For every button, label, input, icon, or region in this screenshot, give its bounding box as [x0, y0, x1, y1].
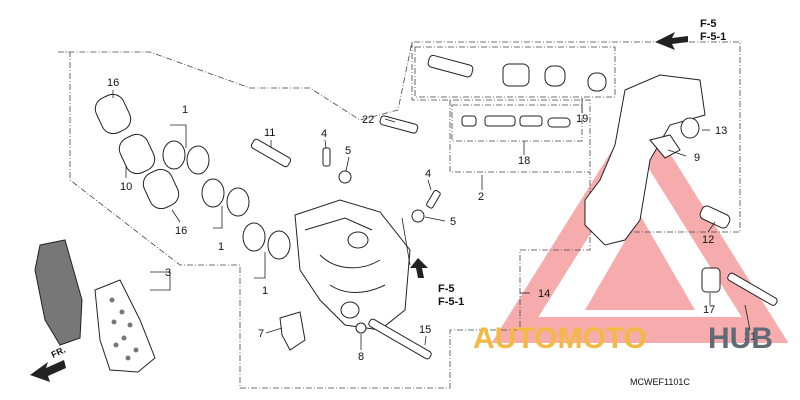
pin-kit-box: [451, 104, 583, 142]
pad-pin-parts: [279, 311, 432, 360]
part-label-5: 5: [450, 216, 456, 228]
part-label-4: 4: [425, 168, 431, 180]
part-label-12: 12: [702, 234, 714, 246]
reference-label: F-5-1: [700, 31, 726, 43]
part-label-4: 4: [321, 128, 327, 140]
part-label-17: 17: [703, 304, 715, 316]
caliper-body: [294, 199, 411, 331]
seal-rings: [162, 140, 291, 260]
part-label-1: 1: [182, 104, 188, 116]
part-label-18: 18: [518, 155, 530, 167]
watermark-text-primary: AUTOMOTO: [473, 322, 647, 355]
part-label-21: 21: [744, 331, 756, 343]
part-label-13: 13: [715, 125, 727, 137]
part-label-1: 1: [262, 285, 268, 297]
watermark-logo: AUTOMOTO HUB: [473, 322, 773, 355]
brake-pads: [34, 239, 156, 373]
watermark-triangle: [491, 105, 789, 343]
part-label-7: 7: [258, 328, 264, 340]
direction-label: FR.: [50, 345, 67, 360]
part-label-16: 16: [107, 77, 119, 89]
diagram-code: MCWEF1101C: [630, 377, 690, 387]
part-label-5: 5: [345, 145, 351, 157]
part-label-2: 2: [478, 191, 484, 203]
leader-lines: [112, 90, 751, 350]
piston-sleeves: [94, 93, 180, 210]
kit-parts: [379, 54, 607, 134]
part-label-3: 3: [165, 267, 171, 279]
reference-arrow-icon: [410, 32, 688, 278]
part-label-8: 8: [358, 351, 364, 363]
seal-kit-box: [414, 46, 616, 98]
reference-label: F-5-1: [438, 296, 464, 308]
part-label-19: 19: [576, 113, 588, 125]
part-label-10: 10: [120, 181, 132, 193]
bleeder-parts: [250, 138, 441, 223]
part-label-15: 15: [419, 324, 431, 336]
assembly-outline: [58, 41, 741, 389]
part-label-1: 1: [218, 241, 224, 253]
part-label-16: 16: [175, 225, 187, 237]
part-label-22: 22: [362, 114, 374, 126]
watermark-text-secondary: HUB: [708, 322, 773, 355]
part-label-14: 14: [538, 288, 550, 300]
part-label-9: 9: [694, 152, 700, 164]
reference-label: F-5: [438, 283, 455, 295]
front-direction-arrow-icon: [30, 360, 66, 382]
caliper-bracket: [584, 74, 778, 306]
part-label-11: 11: [264, 127, 275, 139]
reference-label: F-5: [700, 18, 717, 30]
